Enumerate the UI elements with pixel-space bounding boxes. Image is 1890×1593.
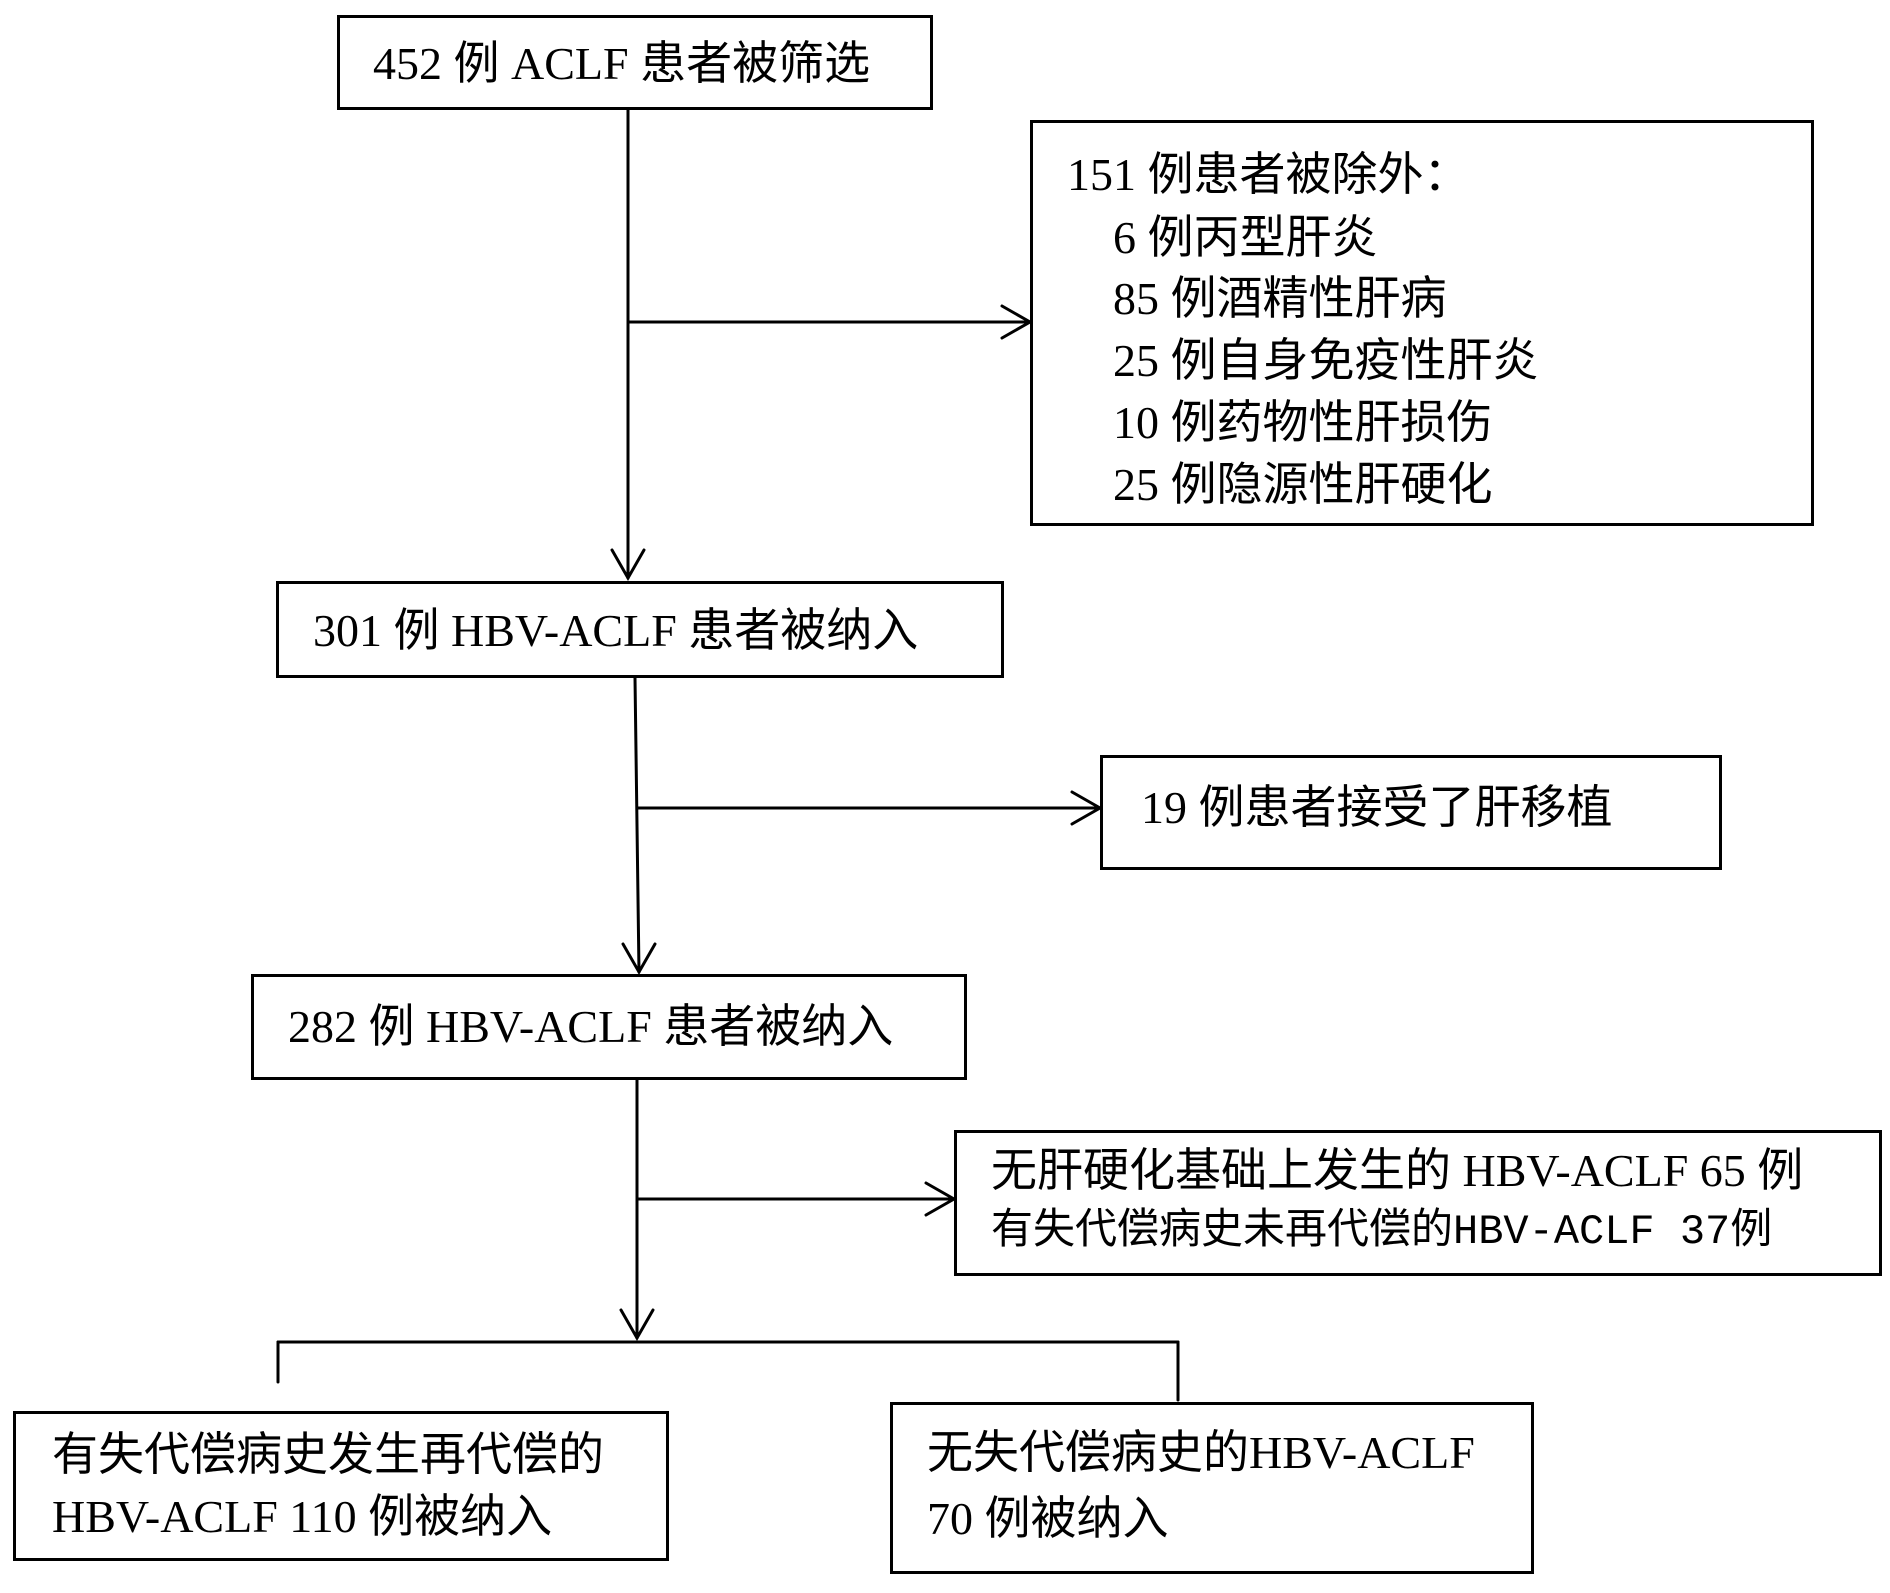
arrow-down-icon	[619, 1308, 655, 1342]
included-282-label: 282 例 HBV-ACLF 患者被纳入	[288, 1001, 894, 1052]
no-decompensation-group-box: 无失代偿病史的HBV-ACLF 70 例被纳入	[890, 1402, 1534, 1574]
excluded-item-alcoholic: 85 例酒精性肝病	[1113, 273, 1447, 324]
excluded-item-autoimmune: 25 例自身免疫性肝炎	[1113, 335, 1539, 386]
excluded-box: 151 例患者被除外： 6 例丙型肝炎 85 例酒精性肝病 25 例自身免疫性肝…	[1030, 120, 1814, 526]
included-282-box: 282 例 HBV-ACLF 患者被纳入	[251, 974, 967, 1080]
no-decompensation-line-2: 70 例被纳入	[927, 1493, 1169, 1544]
excluded-2-line-1: 无肝硬化基础上发生的 HBV-ACLF 65 例	[991, 1145, 1804, 1196]
excluded-item-hcv: 6 例丙型肝炎	[1113, 212, 1378, 263]
excluded-2-line-2: 有失代偿病史未再代偿的HBV-ACLF 37例	[991, 1208, 1773, 1256]
excluded-2-box: 无肝硬化基础上发生的 HBV-ACLF 65 例 有失代偿病史未再代偿的HBV-…	[954, 1130, 1882, 1276]
arrow-down-icon	[610, 548, 646, 582]
recompensated-line-1: 有失代偿病史发生再代偿的	[52, 1429, 604, 1480]
transplant-box: 19 例患者接受了肝移植	[1100, 755, 1722, 870]
excluded-title: 151 例患者被除外：	[1067, 149, 1470, 200]
recompensated-group-box: 有失代偿病史发生再代偿的 HBV-ACLF 110 例被纳入	[13, 1411, 669, 1561]
transplant-label: 19 例患者接受了肝移植	[1141, 782, 1613, 833]
included-301-box: 301 例 HBV-ACLF 患者被纳入	[276, 581, 1004, 678]
connector-line	[633, 676, 641, 974]
no-decompensation-line-1: 无失代偿病史的HBV-ACLF	[927, 1427, 1475, 1478]
included-301-label: 301 例 HBV-ACLF 患者被纳入	[313, 605, 919, 656]
screened-box: 452 例 ACLF 患者被筛选	[337, 15, 933, 110]
arrow-down-icon	[621, 942, 657, 976]
recompensated-line-2: HBV-ACLF 110 例被纳入	[52, 1491, 553, 1542]
excluded-item-drug-induced: 10 例药物性肝损伤	[1113, 397, 1493, 448]
screened-label: 452 例 ACLF 患者被筛选	[373, 38, 871, 89]
excluded-item-cryptogenic: 25 例隐源性肝硬化	[1113, 459, 1493, 510]
